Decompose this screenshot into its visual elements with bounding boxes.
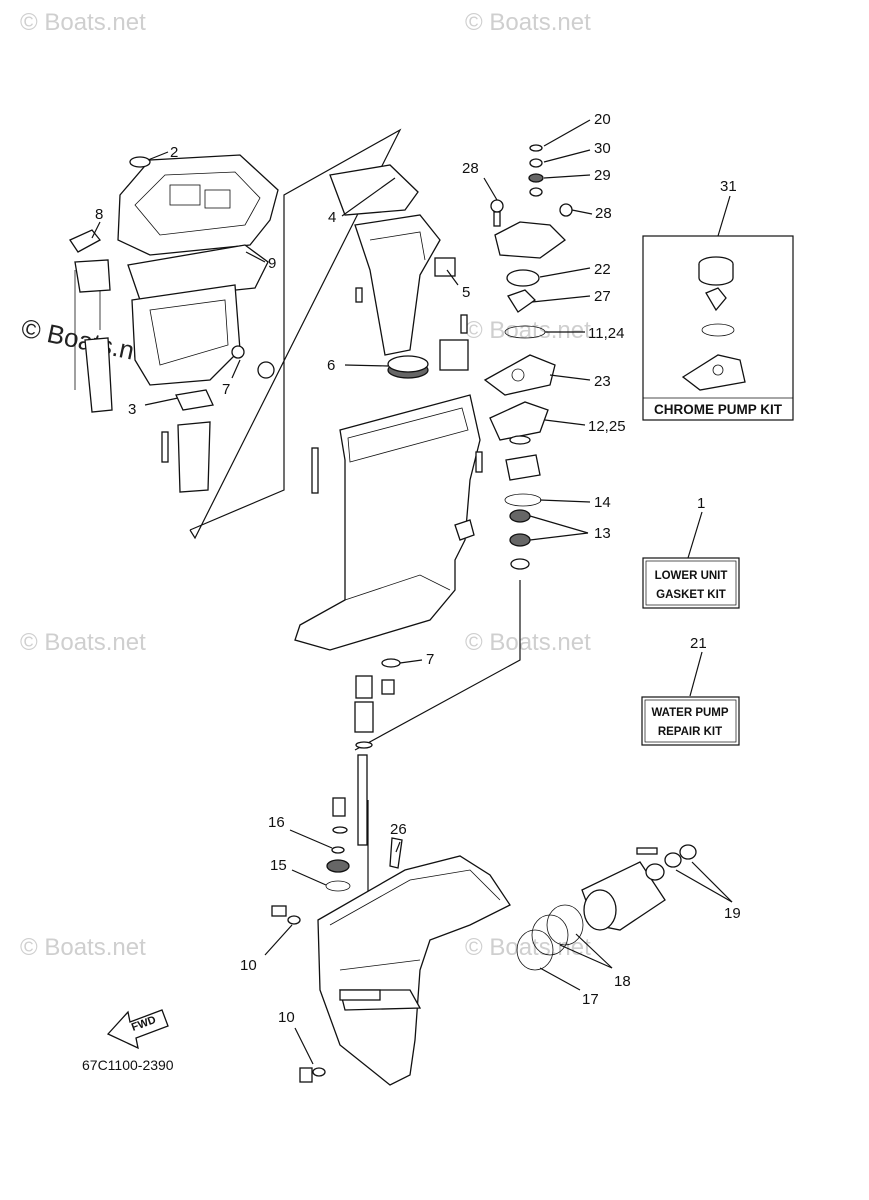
kit-chrome-pump-title: CHROME PUMP KIT <box>654 402 783 417</box>
callout-4: 4 <box>328 209 336 226</box>
kit-lower-unit-line1: LOWER UNIT <box>655 570 728 582</box>
callout-10-upper: 10 <box>240 957 257 974</box>
callout-28-left: 28 <box>462 160 479 177</box>
callout-leaders <box>91 119 761 1065</box>
callout-2: 2 <box>170 144 178 161</box>
callout-8: 8 <box>95 206 103 223</box>
watermark-text: © Boats.net <box>465 629 591 656</box>
callout-19: 19 <box>724 905 741 922</box>
watermark-text: © Boats.net <box>20 629 146 656</box>
kit-water-pump-repair: WATER PUMP REPAIR KIT <box>641 696 740 746</box>
callout-22: 22 <box>594 261 611 278</box>
callout-1: 1 <box>697 495 705 512</box>
callout-15: 15 <box>270 857 287 874</box>
callout-18: 18 <box>614 973 631 990</box>
callout-21: 21 <box>690 635 707 652</box>
callout-28-right: 28 <box>595 205 612 222</box>
callout-7: 7 <box>222 381 230 398</box>
kit-lower-unit-line2: GASKET KIT <box>656 589 726 601</box>
callout-30: 30 <box>594 140 611 157</box>
callout-7-lower: 7 <box>426 651 434 668</box>
fwd-arrow-icon: FWD <box>106 1009 169 1050</box>
callout-16: 16 <box>268 814 285 831</box>
callout-12-25: 12,25 <box>588 418 626 435</box>
kit-chrome-pump: CHROME PUMP KIT <box>642 235 794 421</box>
callout-26: 26 <box>390 821 407 838</box>
callout-27: 27 <box>594 288 611 305</box>
diagram-code: 67C1100-2390 <box>82 1057 174 1073</box>
callout-11-24: 11,24 <box>588 325 624 342</box>
watermark-text: © Boats.net <box>465 934 591 961</box>
callout-23: 23 <box>594 373 611 390</box>
water-pump-assembly <box>483 144 573 570</box>
watermark-text: © Boats.net <box>20 934 146 961</box>
watermark-text: © Boats.net <box>465 317 591 344</box>
callout-10-lower: 10 <box>278 1009 295 1026</box>
callout-17: 17 <box>582 991 599 1008</box>
callout-14: 14 <box>594 494 611 511</box>
kit-water-pump-line2: REPAIR KIT <box>658 726 722 738</box>
callout-31: 31 <box>720 178 737 195</box>
callout-9: 9 <box>268 255 276 272</box>
lower-unit-assembly <box>271 658 697 1086</box>
callout-6: 6 <box>327 357 335 374</box>
callout-5: 5 <box>462 284 470 301</box>
watermark-text: © Boats.net <box>20 9 146 36</box>
watermarks: © Boats.net © Boats.net © Boats.net © Bo… <box>19 9 591 961</box>
kit-water-pump-line1: WATER PUMP <box>651 707 728 719</box>
callout-3: 3 <box>128 401 136 418</box>
upper-casing-assembly <box>69 154 483 651</box>
callout-13: 13 <box>594 525 611 542</box>
callout-29: 29 <box>594 167 611 184</box>
assembly-leader-lines <box>74 128 521 900</box>
callout-20: 20 <box>594 111 611 128</box>
kit-lower-unit-gasket: LOWER UNIT GASKET KIT <box>642 557 740 609</box>
watermark-text: © Boats.net <box>465 9 591 36</box>
